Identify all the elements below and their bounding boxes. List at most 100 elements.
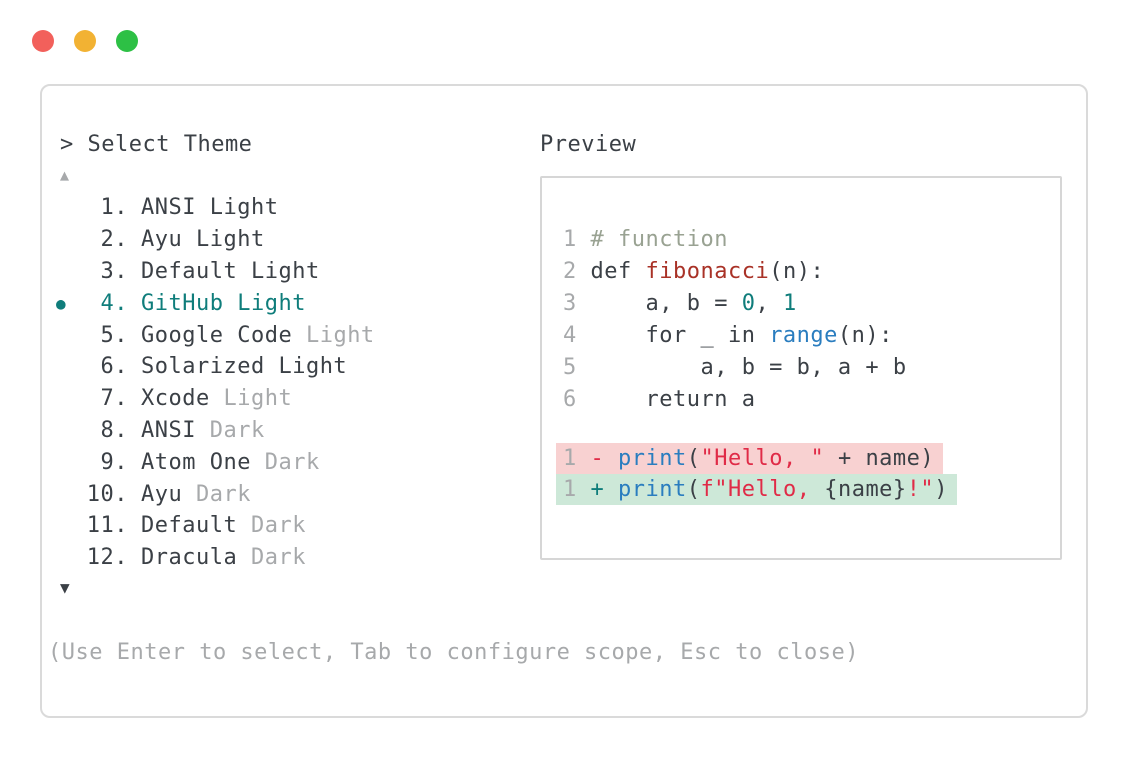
code-segment-ln: 4 — [563, 323, 591, 348]
code-line: 6 return a — [563, 384, 1060, 416]
theme-number: 1. — [100, 195, 128, 221]
theme-number: 9. — [100, 449, 128, 475]
theme-option-solarized-light[interactable]: 6.Solarized Light — [52, 351, 375, 383]
code-segment-pl: a, b = — [590, 291, 742, 316]
blank-line — [563, 416, 1060, 443]
theme-option-ansi-dark[interactable]: 8. ANSI Dark — [52, 415, 375, 447]
code-segment-bi: print — [618, 446, 687, 471]
theme-name: GitHub — [141, 290, 238, 316]
code-segment-pl: {name} — [824, 477, 907, 502]
theme-suffix: Light — [237, 290, 306, 316]
code-line: 1 # function — [563, 224, 1060, 256]
theme-label: ANSI Light — [141, 195, 278, 220]
code-segment-pl: , — [755, 291, 783, 316]
theme-name: Ayu — [141, 481, 196, 507]
code-segment-pl: ( — [686, 477, 701, 502]
theme-name: Default — [141, 513, 251, 539]
theme-number: 4. — [100, 290, 128, 316]
theme-number: 5. — [100, 322, 128, 348]
theme-suffix: Light — [250, 258, 320, 284]
theme-suffix: Light — [223, 386, 293, 412]
preview-title: Preview — [540, 132, 637, 157]
code-segment-num: 1 — [782, 291, 797, 316]
code-segment-pl: ( — [686, 446, 701, 471]
code-segment-str: f"Hello, — [700, 477, 825, 502]
theme-number: 7. — [100, 386, 128, 412]
code-segment-plus: + — [590, 477, 618, 502]
scroll-up-icon[interactable]: ▲ — [60, 166, 70, 184]
select-theme-title: > Select Theme — [60, 132, 253, 157]
traffic-light-zoom-button[interactable] — [116, 30, 138, 52]
code-segment-pl: (n): — [837, 323, 893, 348]
theme-option-dracula-dark[interactable]: 12. Dracula Dark — [52, 542, 375, 574]
code-segment-fn: fibonacci — [645, 259, 770, 284]
theme-name: Ayu — [141, 227, 196, 253]
theme-label: Dracula Dark — [141, 545, 306, 570]
theme-label: Xcode Light — [141, 386, 292, 411]
code-segment-ln: 1 — [563, 446, 591, 471]
traffic-light-close-button[interactable] — [32, 30, 54, 52]
code-segment-bi: print — [618, 477, 687, 502]
theme-option-github-light[interactable]: ● 4. GitHub Light — [52, 287, 375, 319]
theme-suffix: Dark — [264, 449, 320, 475]
theme-number: 11. — [86, 513, 128, 539]
theme-suffix: Light — [305, 322, 375, 348]
theme-option-default-light[interactable]: 3.Default Light — [52, 256, 375, 288]
code-segment-bi: range — [769, 323, 838, 348]
theme-number: 2. — [100, 227, 128, 253]
theme-name: ANSI — [141, 195, 210, 221]
code-segment-str: !" — [906, 477, 935, 502]
traffic-light-minimize-button[interactable] — [74, 30, 96, 52]
theme-option-default-dark[interactable]: 11. Default Dark — [52, 510, 375, 542]
theme-name: ANSI — [141, 417, 210, 443]
theme-option-google-code-light[interactable]: 5. Google Code Light — [52, 319, 375, 351]
code-segment-ln: 1 — [563, 227, 591, 252]
theme-label: Atom One Dark — [141, 450, 320, 475]
code-segment-ln: 5 — [563, 355, 591, 380]
theme-name: Atom One — [141, 449, 265, 475]
diff-highlight-removed: 1 - print("Hello, " + name) — [556, 443, 944, 474]
diff-highlight-added: 1 + print(f"Hello, {name}!") — [556, 474, 957, 505]
code-segment-pl: ) — [934, 477, 948, 502]
theme-suffix: Dark — [195, 481, 251, 507]
theme-label: GitHub Light — [141, 291, 306, 316]
theme-number: 6. — [100, 354, 128, 380]
code-segment-ln: 2 — [563, 259, 591, 284]
selected-bullet-icon: ● — [56, 293, 67, 313]
theme-label: Ayu Dark — [141, 482, 251, 507]
theme-number: 12. — [86, 545, 128, 571]
code-segment-pl: (n): — [769, 259, 825, 284]
code-segment-pl: def — [590, 259, 646, 284]
theme-number: 10. — [86, 481, 128, 507]
code-line: 4 for _ in range(n): — [563, 320, 1060, 352]
scroll-down-icon[interactable]: ▼ — [60, 578, 70, 597]
theme-option-ayu-light[interactable]: 2. Ayu Light — [52, 224, 375, 256]
theme-option-xcode-light[interactable]: 7. Xcode Light — [52, 383, 375, 415]
code-segment-pl: + name) — [824, 446, 935, 471]
code-segment-minus: - — [590, 446, 618, 471]
theme-label: Default Dark — [141, 513, 306, 538]
code-line: 3 a, b = 0, 1 — [563, 288, 1060, 320]
code-segment-cm: # function — [590, 227, 728, 252]
code-segment-num: 0 — [741, 291, 756, 316]
theme-suffix: Dark — [250, 545, 306, 571]
code-line: 2 def fibonacci(n): — [563, 256, 1060, 288]
theme-option-atom-one-dark[interactable]: 9. Atom One Dark — [52, 446, 375, 478]
theme-suffix: Light — [195, 227, 265, 253]
code-segment-ln: 1 — [563, 477, 591, 502]
code-segment-str: "Hello, " — [700, 446, 825, 471]
theme-suffix: Dark — [250, 513, 306, 539]
code-line: 5 a, b = b, a + b — [563, 352, 1060, 384]
theme-suffix: Dark — [209, 417, 265, 443]
theme-option-ayu-dark[interactable]: 10. Ayu Dark — [52, 478, 375, 510]
theme-number: 8. — [100, 417, 128, 443]
theme-name: Xcode — [141, 386, 224, 412]
theme-name: Google Code — [141, 322, 306, 348]
diff-line-removed: 1 - print("Hello, " + name) — [556, 443, 1060, 474]
theme-option-ansi-light[interactable]: 1. ANSI Light — [52, 192, 375, 224]
theme-name: Default — [141, 258, 251, 284]
theme-label: ANSI Dark — [141, 418, 265, 443]
